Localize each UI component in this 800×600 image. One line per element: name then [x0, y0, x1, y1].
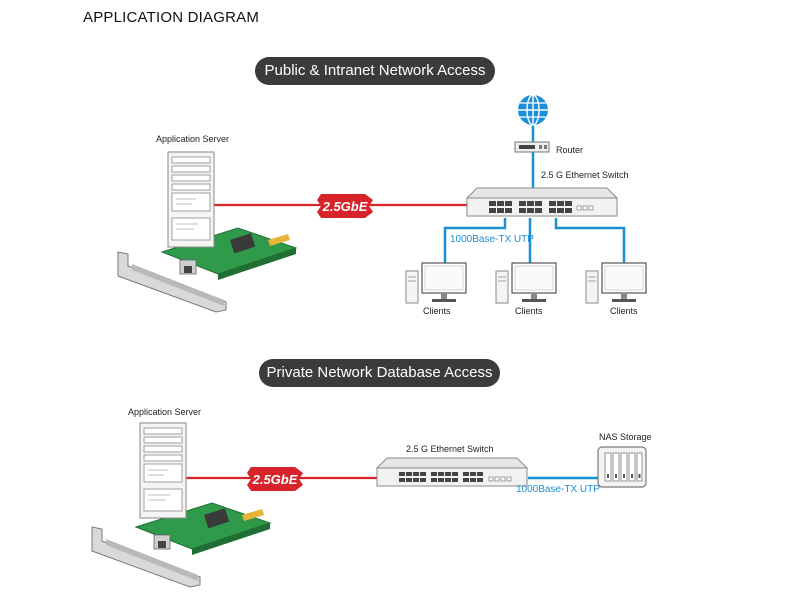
page-title: APPLICATION DIAGRAM	[83, 9, 260, 26]
nas-storage-icon	[597, 446, 647, 488]
badge-text-s2: 2.5GbE	[252, 472, 298, 487]
application-server-s2	[139, 422, 187, 519]
client-label-1: Clients	[423, 306, 451, 316]
switch-s1	[466, 187, 618, 217]
switch-s2	[376, 457, 528, 487]
badge-text-s1: 2.5GbE	[322, 199, 368, 214]
client-label-3: Clients	[610, 306, 638, 316]
section-heading-private: Private Network Database Access	[259, 359, 500, 387]
switch-label-s1: 2.5 G Ethernet Switch	[541, 170, 629, 180]
server-label-s1: Application Server	[156, 134, 230, 144]
link-label-s2: 1000Base-TX UTP	[516, 484, 600, 495]
badge-2-5gbe-s1: 2.5GbE	[317, 194, 373, 218]
client-pc-2	[495, 262, 557, 304]
server-label-s2: Application Server	[128, 407, 202, 417]
router-icon	[514, 141, 550, 153]
router-label: Router	[556, 145, 584, 155]
blue-links-s1	[443, 125, 626, 268]
client-pc-1	[405, 262, 467, 304]
client-label-2: Clients	[515, 306, 543, 316]
switch-label-s2: 2.5 G Ethernet Switch	[406, 444, 494, 454]
application-server-s1	[167, 151, 215, 248]
section-heading-public: Public & Intranet Network Access	[255, 57, 495, 85]
link-label-s1: 1000Base-TX UTP	[450, 234, 534, 245]
client-pc-3	[585, 262, 647, 304]
storage-label: NAS Storage	[599, 432, 652, 442]
globe-icon	[518, 94, 548, 126]
badge-2-5gbe-s2: 2.5GbE	[247, 467, 303, 491]
